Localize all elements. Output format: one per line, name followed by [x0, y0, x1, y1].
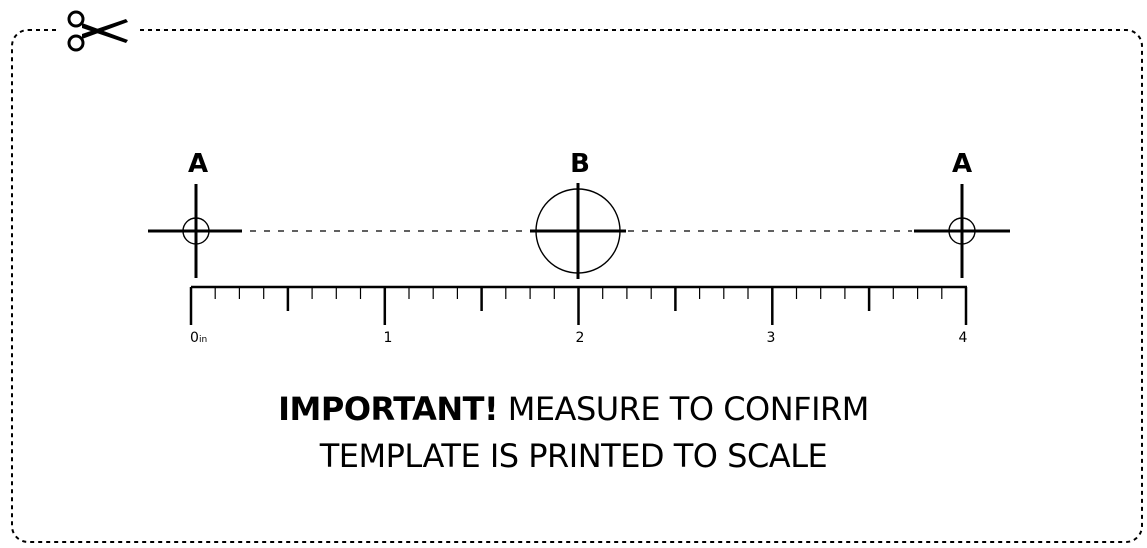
mark-label-center: B	[570, 149, 590, 179]
inch-ruler: 0 in 1 2 3 4	[189, 285, 968, 346]
notice-emphasis: IMPORTANT!	[278, 390, 499, 428]
ruler-unit-label: in	[199, 335, 207, 345]
ruler-ticks	[189, 287, 968, 325]
mark-label-right: A	[952, 149, 972, 179]
ruler-label-1: 1	[384, 330, 393, 346]
ruler-label-2: 2	[576, 330, 585, 346]
ruler-label-3: 3	[767, 330, 776, 346]
mark-label-left: A	[188, 149, 208, 179]
notice-line-2: TEMPLATE IS PRINTED TO SCALE	[319, 437, 828, 475]
notice-line1-text: MEASURE TO CONFIRM	[498, 390, 870, 428]
ruler-label-4: 4	[959, 330, 968, 346]
cut-border	[11, 29, 1143, 543]
hole-mark-right	[914, 184, 1010, 278]
hole-mark-center	[530, 183, 626, 279]
ruler-label-0: 0	[190, 330, 199, 346]
scissors-icon	[67, 10, 128, 52]
hole-mark-left	[148, 184, 242, 278]
notice-line-1: IMPORTANT! MEASURE TO CONFIRM	[0, 385, 1147, 433]
